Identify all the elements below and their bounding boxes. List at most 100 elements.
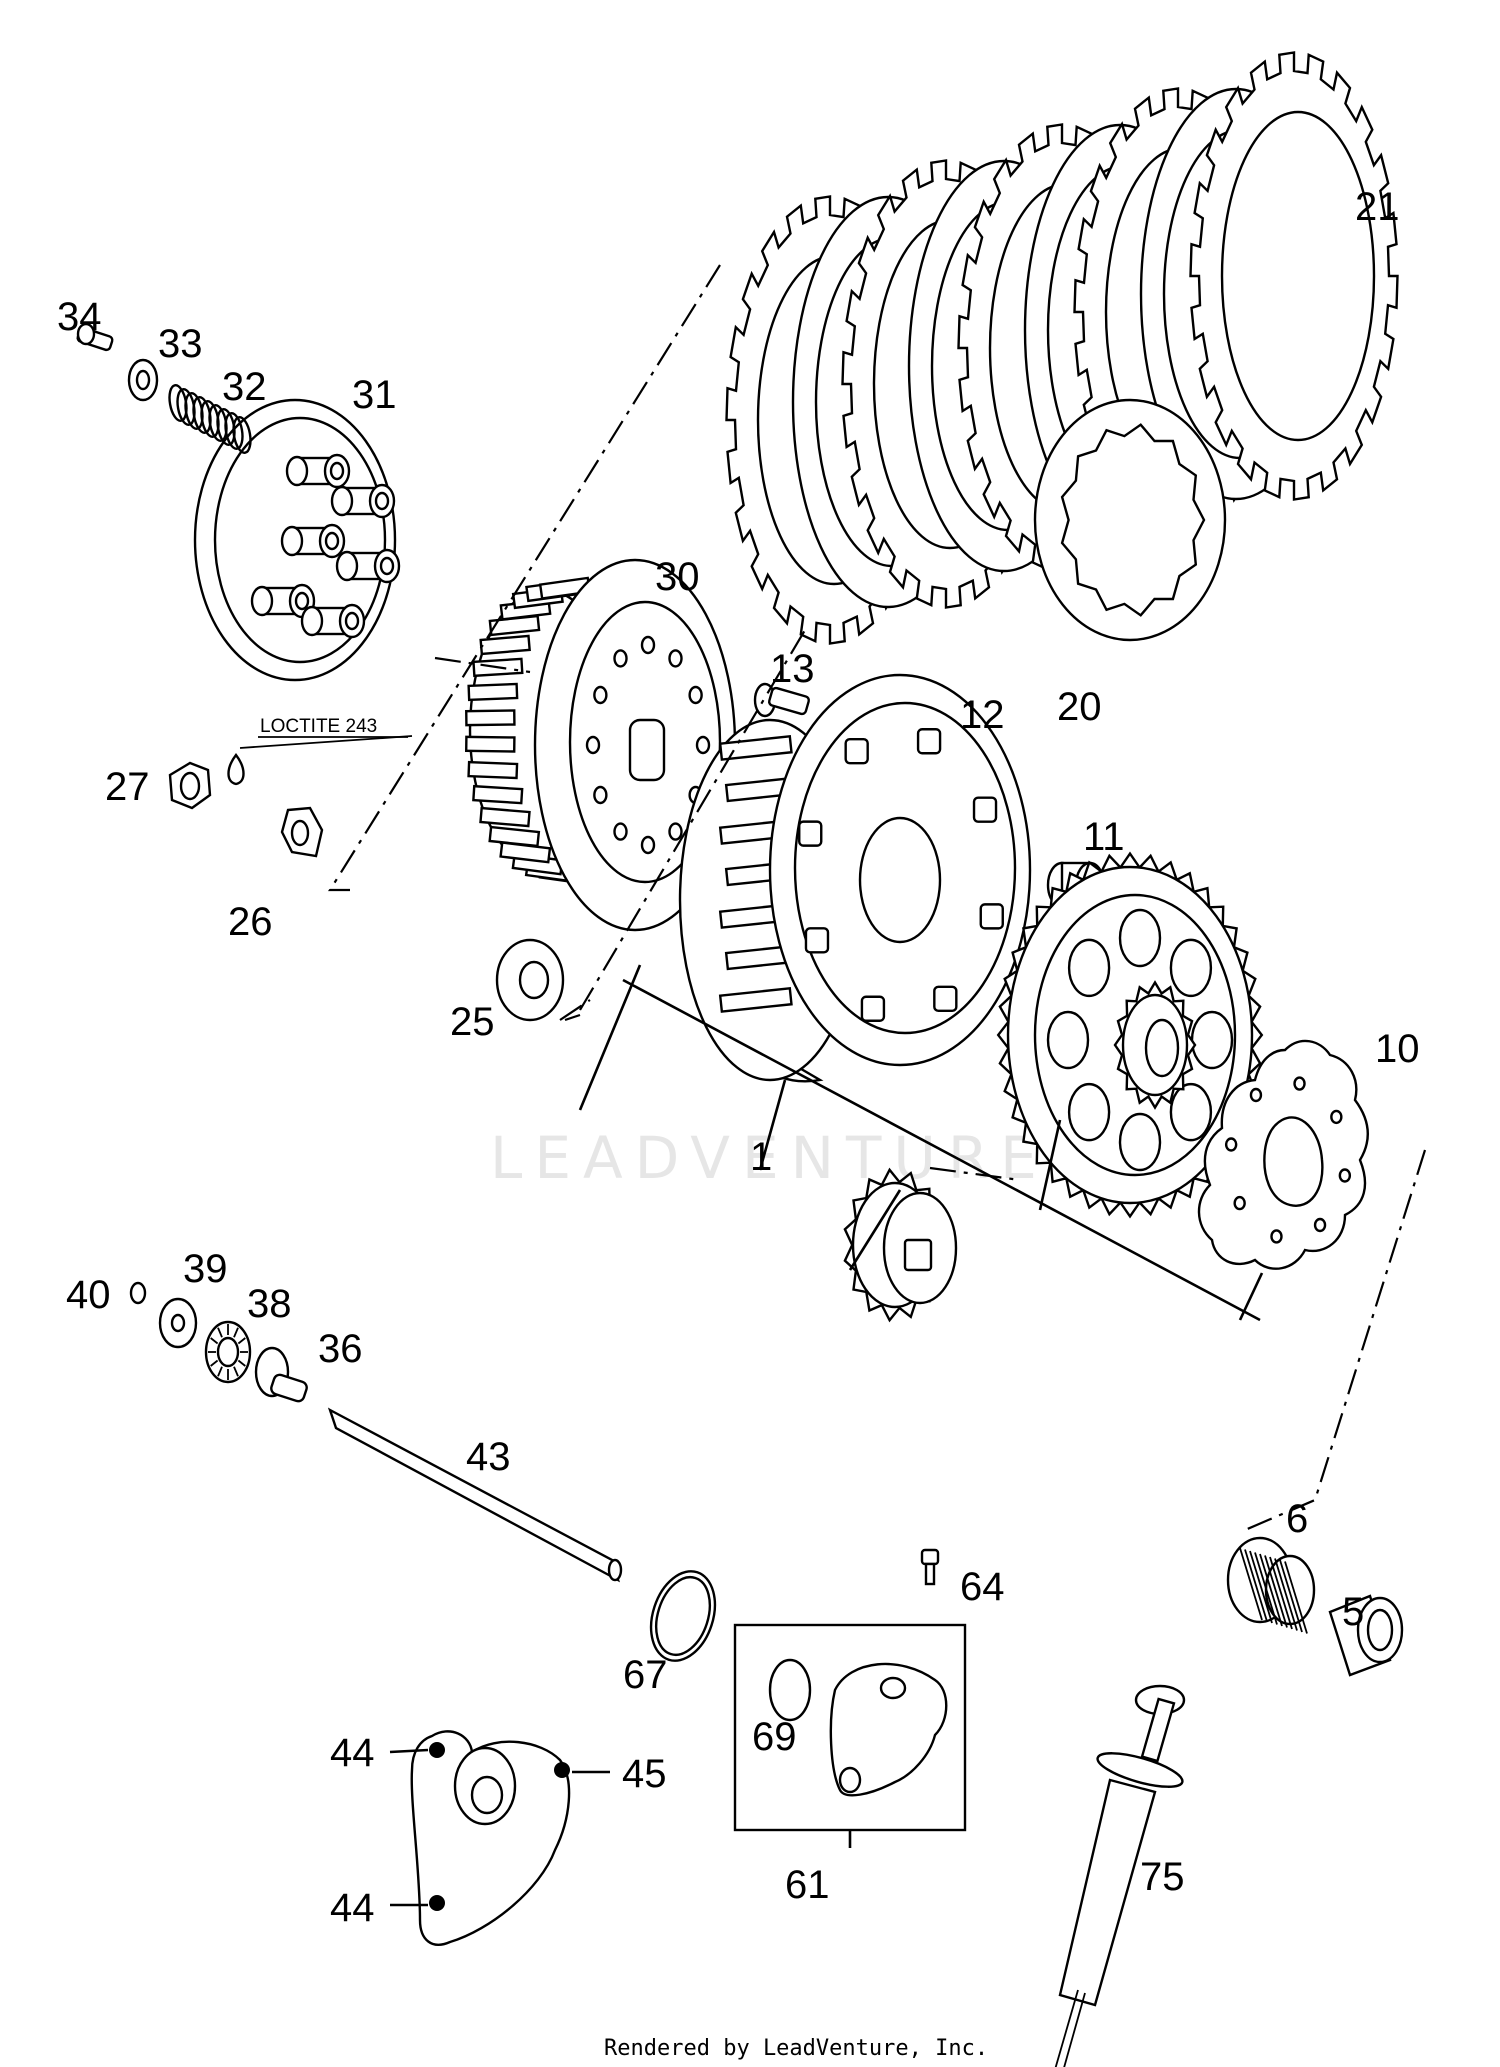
label-36: 36 (318, 1327, 363, 1371)
hub-spline (488, 825, 541, 848)
hub-hole (640, 635, 656, 655)
gear-window (1169, 938, 1213, 998)
basket-pad (804, 927, 830, 954)
sleeve[interactable] (1328, 1594, 1404, 1677)
inner-clutch-hub[interactable] (465, 558, 737, 932)
hub-hole (593, 685, 608, 705)
label-69: 69 (752, 1715, 797, 1759)
cage-needle (1279, 1559, 1303, 1633)
o-ring[interactable] (640, 1563, 725, 1669)
label-45: 45 (622, 1752, 667, 1796)
footer-credit: Rendered by LeadVenture, Inc. (604, 2036, 988, 2061)
washer[interactable] (127, 358, 159, 402)
lock-washer[interactable] (280, 806, 324, 858)
plate-hole (1224, 1137, 1238, 1152)
pinion-gear[interactable] (843, 1167, 958, 1323)
bearing-roller (217, 1366, 223, 1377)
needle-cage[interactable] (1226, 1536, 1316, 1634)
slave-cylinder-kit[interactable] (733, 1623, 967, 1832)
spring-boss (335, 548, 401, 584)
label-30: 30 (655, 555, 700, 599)
pressure-plate[interactable] (193, 398, 401, 682)
plate-hole (1270, 1229, 1283, 1244)
label-38: 38 (247, 1282, 292, 1326)
label-75: 75 (1140, 1855, 1185, 1899)
pressure-piece[interactable] (254, 1346, 308, 1403)
push-rod[interactable] (327, 1407, 623, 1583)
label-21: 21 (1355, 185, 1400, 229)
label-33: 33 (158, 322, 203, 366)
hub-hole (695, 735, 711, 755)
loctite-note: LOCTITE 243 (260, 716, 377, 737)
plate-hole (1313, 1217, 1327, 1233)
bearing-roller (233, 1366, 239, 1377)
damper-plate[interactable] (1197, 1039, 1369, 1270)
part-labels: 1 5 6 10 11 12 13 20 21 25 26 27 30 31 3… (57, 185, 1420, 1930)
label-13: 13 (770, 647, 815, 691)
spring-boss (300, 603, 366, 639)
label-5: 5 (1342, 1590, 1364, 1634)
cage-needle (1269, 1556, 1293, 1630)
clutch-cover[interactable] (410, 1730, 571, 1946)
spring[interactable] (167, 384, 253, 454)
label-61: 61 (785, 1863, 830, 1907)
label-12: 12 (960, 693, 1005, 737)
hub-hole (668, 649, 683, 668)
shim-washer[interactable] (158, 1297, 198, 1349)
gear-window (1046, 1010, 1090, 1070)
bearing-roller (210, 1359, 219, 1367)
gear-window (1067, 1082, 1111, 1142)
clutch-basket[interactable] (678, 673, 1032, 1083)
label-27: 27 (105, 765, 150, 809)
circlip[interactable] (129, 1281, 147, 1305)
cage-needle (1274, 1558, 1298, 1631)
cage-needle (1244, 1549, 1268, 1622)
hub-screw[interactable] (753, 682, 810, 718)
spring-boss (330, 483, 396, 519)
plate-hole (1249, 1087, 1263, 1103)
label-31: 31 (352, 373, 397, 417)
grease-syringe[interactable] (1052, 1684, 1186, 2067)
basket-pad (860, 995, 886, 1022)
hub-spline (465, 709, 516, 727)
label-64: 64 (960, 1565, 1005, 1609)
label-32: 32 (222, 365, 267, 409)
hub-hole (640, 835, 656, 855)
label-25: 25 (450, 1000, 495, 1044)
bearing-roller (237, 1337, 246, 1345)
label-10: 10 (1375, 1027, 1420, 1071)
basket-pad (844, 737, 869, 765)
primary-gear[interactable] (996, 851, 1264, 1219)
basket-pad (979, 903, 1004, 930)
gear-window (1190, 1010, 1234, 1070)
label-43: 43 (466, 1435, 511, 1479)
bearing-roller (217, 1327, 223, 1338)
label-6: 6 (1286, 1497, 1308, 1541)
hub-hole (593, 785, 608, 805)
loctite-drop-icon (227, 753, 245, 786)
label-44-top: 44 (330, 1731, 375, 1775)
spring-coil (224, 412, 244, 450)
hub-spline (467, 682, 519, 702)
bleed-screw[interactable] (920, 1548, 940, 1586)
needle-bearing[interactable] (204, 1320, 252, 1384)
label-1: 1 (750, 1135, 772, 1179)
basket-pad (972, 796, 998, 823)
basket-pad (933, 985, 958, 1013)
label-44-bottom: 44 (330, 1886, 375, 1930)
nut[interactable] (168, 761, 212, 810)
hub-hole (688, 685, 703, 705)
label-40: 40 (66, 1273, 111, 1317)
hub-hole (613, 649, 628, 668)
cage-needle (1284, 1561, 1308, 1634)
clutch-plates-stack[interactable] (725, 51, 1399, 645)
basket-slot (718, 987, 793, 1013)
basket-pad (916, 728, 942, 755)
plate-hole (1293, 1076, 1306, 1091)
screw[interactable] (76, 322, 114, 352)
spring-boss (285, 453, 351, 489)
basket-pad (798, 820, 823, 847)
label-26: 26 (228, 900, 273, 944)
thrust-washer[interactable] (495, 938, 565, 1022)
